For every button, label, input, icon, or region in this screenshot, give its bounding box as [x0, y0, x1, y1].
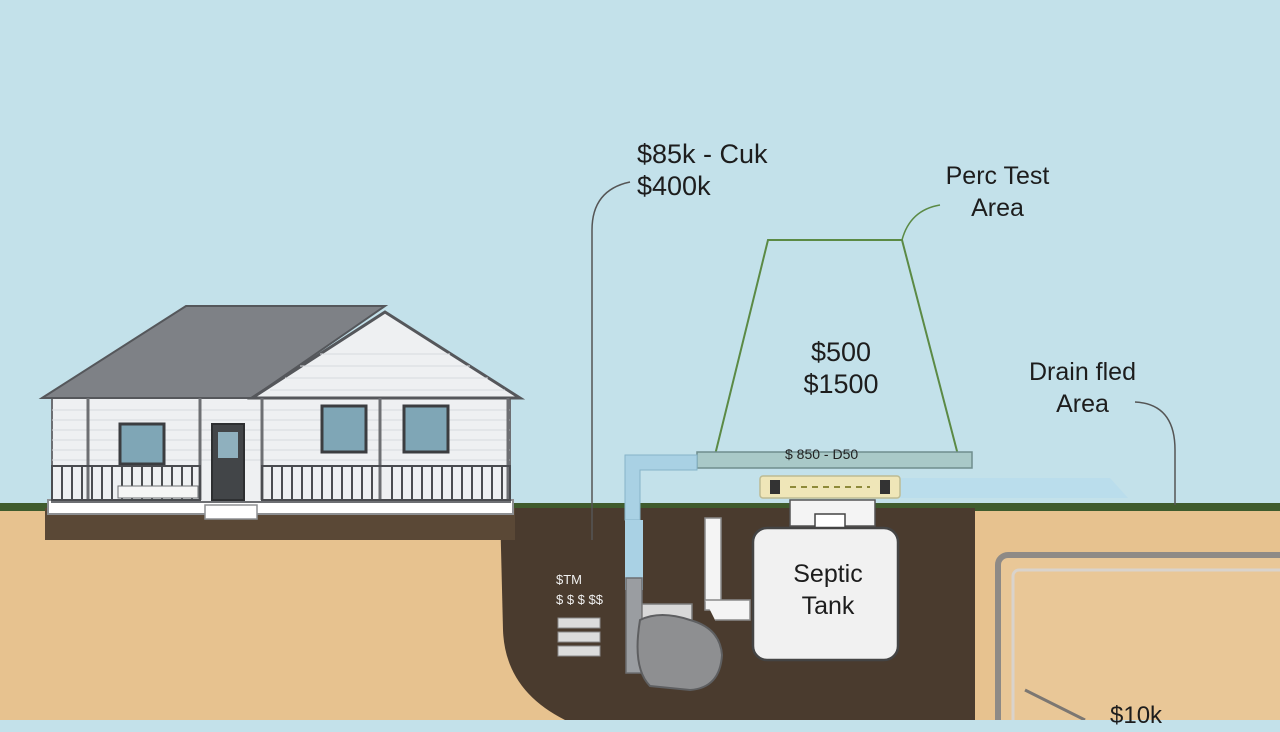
- tank-size-line2: $ $ $ $$: [556, 592, 603, 607]
- house-cost-line2: $400k: [637, 171, 711, 201]
- house-cost-line1: $85k - Cuk: [637, 139, 768, 169]
- septic-tank-icon: [751, 499, 900, 662]
- tank-size-label: $TM $ $ $ $$: [556, 572, 603, 608]
- house-cost-leader-line: [591, 181, 631, 540]
- perc-test-line1: Perc Test: [945, 162, 1050, 190]
- drain-field-leader-line: [1134, 401, 1176, 505]
- drain-field-box-inner: [1011, 568, 1280, 720]
- drain-field-line2: Area: [1056, 390, 1109, 418]
- bottom-cost-label: $10k: [1110, 702, 1163, 729]
- perc-test-area-label: Perc Test Area: [915, 160, 1080, 224]
- house-cost-label: $85k - Cuk $400k: [637, 138, 768, 202]
- tank-label-line2: Tank: [801, 592, 855, 620]
- perc-test-leader-line: [901, 204, 941, 241]
- tank-size-line1: $TM: [556, 572, 582, 587]
- rock-icon: [636, 614, 724, 692]
- perc-test-line2: Area: [971, 194, 1024, 222]
- perc-cost-line2: $1500: [803, 369, 879, 399]
- drain-field-line1: Drain fled: [1029, 358, 1136, 386]
- house-icon: [38, 305, 526, 520]
- drain-field-area-label: Drain fled Area: [1005, 356, 1160, 420]
- pipe-cost-label: $ 850 - D50: [785, 446, 859, 462]
- septic-tank-label: Septic Tank: [753, 558, 903, 622]
- tank-label-line1: Septic: [793, 560, 863, 588]
- drain-field-inner-line: [1024, 688, 1086, 720]
- drain-field-box: [995, 552, 1280, 720]
- perc-cost-label: $500 $1500: [786, 336, 896, 400]
- tank-size-bars: [557, 617, 601, 657]
- perc-cost-line1: $500: [810, 337, 872, 367]
